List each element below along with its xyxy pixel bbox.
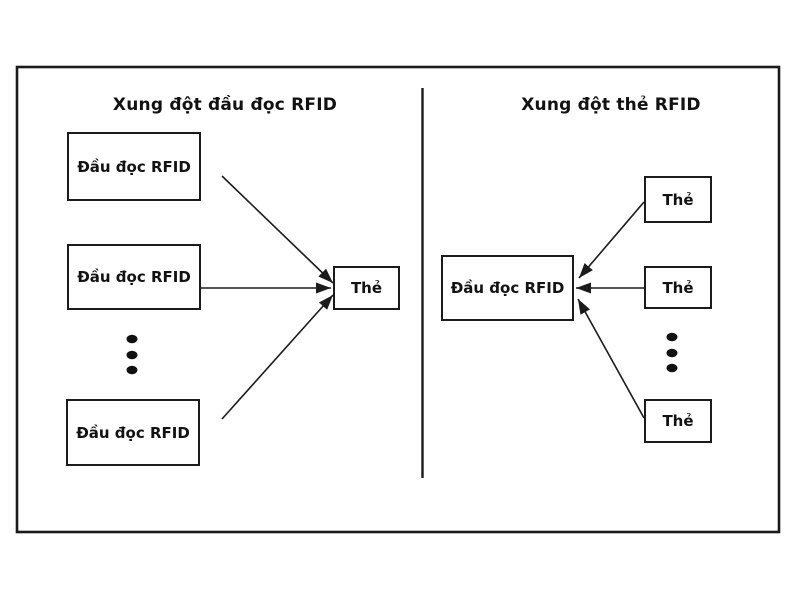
left-tag-box: Thẻ (333, 266, 400, 310)
left-reader-box-1: Đầu đọc RFID (67, 132, 201, 201)
ellipsis-dot (666, 348, 678, 358)
right-tag-box-3: Thẻ (644, 399, 712, 443)
right-tag-box-2-label: Thẻ (662, 278, 694, 297)
left-reader-box-2-label: Đầu đọc RFID (77, 268, 191, 286)
arrow-tag1-to-reader (578, 201, 645, 279)
ellipsis-dot (126, 334, 138, 344)
left-tag-box-label: Thẻ (350, 279, 383, 297)
ellipsis-dot (126, 365, 138, 375)
arrow-tag3-to-reader (577, 298, 645, 419)
left-reader-box-1-label: Đầu đọc RFID (77, 157, 191, 176)
right-tag-box-3-label: Thẻ (662, 412, 694, 430)
ellipsis-dot (666, 363, 678, 373)
vertical-ellipsis-icon (666, 332, 678, 373)
right-reader-box-label: Đầu đọc RFID (450, 279, 565, 297)
left-reader-box-3: Đầu đọc RFID (66, 399, 200, 466)
arrow-reader3-to-tag (221, 294, 334, 420)
right-tag-box-1: Thẻ (644, 176, 712, 223)
left-reader-box-2: Đầu đọc RFID (67, 244, 201, 310)
left-panel-title: Xung đột đầu đọc RFID (112, 95, 338, 115)
ellipsis-dot (126, 350, 138, 360)
vertical-ellipsis-icon (126, 334, 138, 375)
right-tag-box-1-label: Thẻ (662, 190, 694, 209)
ellipsis-dot (666, 332, 678, 342)
diagram-outer-border (15, 65, 781, 534)
right-panel-title: Xung đột thẻ RFID (521, 95, 701, 115)
arrow-reader1-to-tag (221, 175, 334, 284)
right-reader-box: Đầu đọc RFID (441, 255, 574, 321)
right-tag-box-2: Thẻ (644, 266, 712, 309)
left-reader-box-3-label: Đầu đọc RFID (76, 423, 190, 442)
